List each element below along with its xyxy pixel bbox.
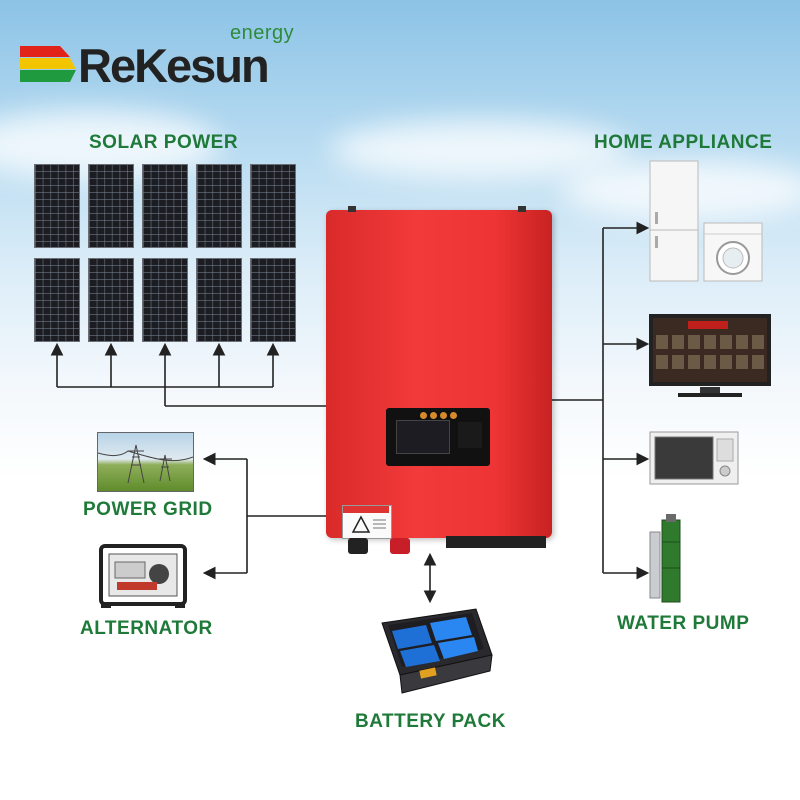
fridge-icon <box>649 160 699 282</box>
inverter-terminal-strip <box>446 536 546 548</box>
mounting-tab <box>518 206 526 212</box>
water-pump-label: WATER PUMP <box>617 613 750 634</box>
solar-panel-icon <box>196 258 242 342</box>
indicator-light <box>430 412 437 419</box>
solar-panel-icon <box>142 164 188 248</box>
microwave-icon <box>649 431 739 485</box>
inverter-icon <box>326 206 552 539</box>
solar-panel-icon <box>34 258 80 342</box>
television-icon <box>648 313 772 399</box>
negative-terminal-icon <box>348 538 368 554</box>
mounting-tab <box>348 206 356 212</box>
solar-panel-icon <box>250 258 296 342</box>
solar-panel-icon <box>250 164 296 248</box>
control-buttons <box>458 422 482 448</box>
positive-terminal-icon <box>390 538 410 554</box>
alternator-label: ALTERNATOR <box>80 618 213 639</box>
solar-panel-icon <box>196 164 242 248</box>
indicator-light <box>420 412 427 419</box>
indicator-light <box>440 412 447 419</box>
solar-panel-icon <box>88 164 134 248</box>
water-pump-icon <box>648 512 688 604</box>
inverter-display-panel <box>386 408 490 466</box>
solar-panel-icon <box>88 258 134 342</box>
indicator-light <box>450 412 457 419</box>
solar-panel-icon <box>34 164 80 248</box>
brand-logo-mark-icon <box>20 46 76 82</box>
brand-logo: ReKesun energy <box>20 20 294 92</box>
brand-tagline: energy <box>230 22 295 44</box>
lcd-screen <box>396 420 450 454</box>
power-grid-label: POWER GRID <box>83 499 213 520</box>
power-grid-icon <box>97 432 194 492</box>
solar-panel-icon <box>142 258 188 342</box>
solar-power-label: SOLAR POWER <box>89 132 239 153</box>
sky-cloud <box>330 120 630 180</box>
washing-machine-icon <box>703 222 763 282</box>
battery-pack-icon <box>372 605 494 697</box>
home-appliance-label: HOME APPLIANCE <box>594 132 773 153</box>
warning-sticker-icon <box>342 505 392 539</box>
battery-pack-label: BATTERY PACK <box>355 711 506 732</box>
generator-icon <box>97 540 189 610</box>
brand-name: ReKesun <box>78 39 270 92</box>
